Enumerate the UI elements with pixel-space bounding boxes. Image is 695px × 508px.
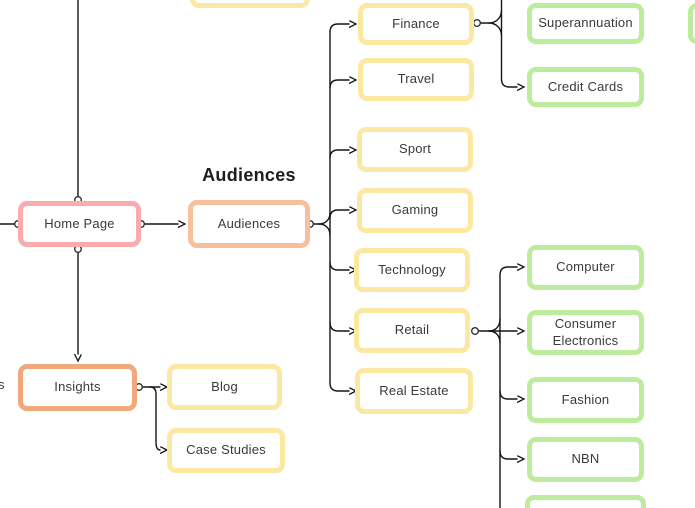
- node-audiences[interactable]: Audiences: [188, 200, 310, 248]
- node-finance-label: Finance: [392, 15, 440, 31]
- node-nbn-label: NBN: [571, 451, 600, 467]
- section-heading-audiences: Audiences: [202, 165, 296, 185]
- node-fashion-label: Fashion: [561, 391, 610, 407]
- node-credit-cards[interactable]: Credit Cards: [527, 67, 644, 107]
- node-case-studies-label: Case Studies: [186, 442, 266, 458]
- node-real-estate-label: Real Estate: [379, 382, 449, 398]
- node-gaming-label: Gaming: [391, 202, 439, 218]
- node-fashion[interactable]: Fashion: [527, 377, 644, 423]
- edge-to-finance: [329, 24, 349, 33]
- edge-to-gaming: [329, 210, 349, 219]
- port-retail-right[interactable]: [471, 327, 480, 336]
- node-nbn[interactable]: NBN: [527, 437, 644, 482]
- node-superannuation-label: Superannuation: [538, 15, 633, 31]
- node-case-studies[interactable]: Case Studies: [167, 428, 285, 473]
- edge-to-sport: [329, 150, 349, 159]
- node-computer-label: Computer: [556, 259, 615, 275]
- node-technology[interactable]: Technology: [354, 248, 470, 292]
- node-insights[interactable]: Insights: [18, 364, 137, 411]
- partial-node-top-right[interactable]: [688, 3, 695, 44]
- edge-to-fashion: [499, 390, 517, 399]
- edge-to-nbn: [499, 450, 517, 459]
- partial-node-top[interactable]: [190, 0, 310, 8]
- node-retail-label: Retail: [394, 322, 430, 338]
- node-consumer-electronics-label: Consumer Electronics: [552, 316, 619, 348]
- edge-to-retail: [329, 321, 349, 331]
- node-retail[interactable]: Retail: [354, 308, 470, 353]
- clipped-node-text-fragment: s: [0, 377, 5, 392]
- node-computer[interactable]: Computer: [527, 245, 644, 290]
- node-travel[interactable]: Travel: [358, 58, 474, 101]
- edge-to-computer: [499, 267, 517, 276]
- node-real-estate[interactable]: Real Estate: [355, 368, 473, 414]
- edge-to-case-studies: [149, 386, 160, 450]
- node-finance[interactable]: Finance: [358, 3, 474, 45]
- node-sport-label: Sport: [398, 141, 432, 157]
- node-gaming[interactable]: Gaming: [357, 188, 473, 233]
- node-home-page[interactable]: Home Page: [18, 201, 141, 247]
- edge-to-technology: [329, 261, 349, 270]
- node-superannuation[interactable]: Superannuation: [527, 3, 644, 44]
- port-finance-right[interactable]: [473, 19, 482, 28]
- node-audiences-label: Audiences: [217, 215, 281, 231]
- node-sport[interactable]: Sport: [357, 127, 473, 172]
- node-consumer-electronics[interactable]: Consumer Electronics: [527, 310, 644, 355]
- node-home-page-label: Home Page: [44, 215, 115, 231]
- node-credit-cards-label: Credit Cards: [547, 78, 624, 94]
- edge-to-travel: [329, 80, 349, 89]
- node-blog[interactable]: Blog: [167, 364, 282, 410]
- node-travel-label: Travel: [397, 71, 435, 87]
- partial-node-bottom[interactable]: [525, 495, 646, 508]
- node-blog-label: Blog: [211, 378, 238, 394]
- node-technology-label: Technology: [378, 261, 446, 277]
- edge-to-credit-cards: [500, 0, 518, 87]
- node-insights-label: Insights: [54, 379, 101, 395]
- edge-to-real-estate: [329, 382, 349, 391]
